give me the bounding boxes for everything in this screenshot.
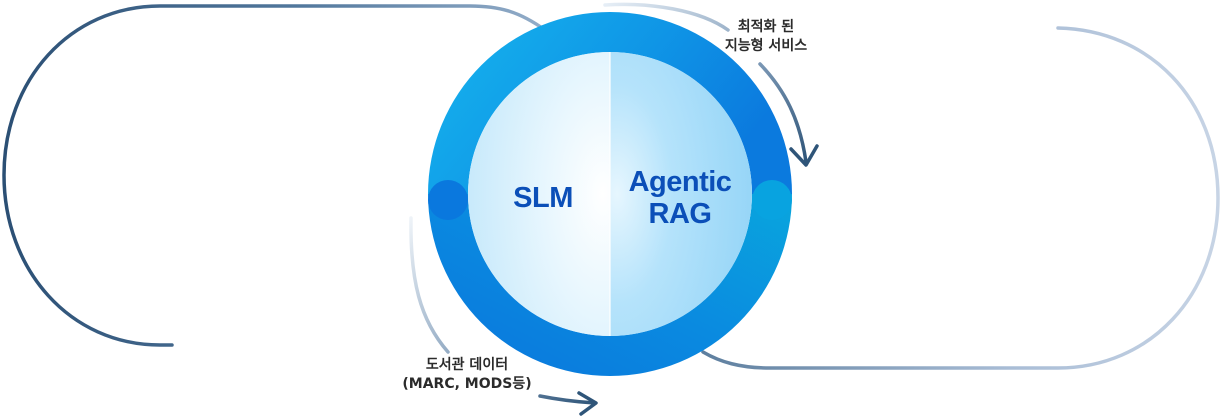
- slm-label-text: SLM: [513, 182, 573, 214]
- input-annotation-line-1: 도서관 데이터: [425, 357, 509, 373]
- agentic-rag-line-2: RAG: [648, 198, 712, 230]
- ring-cap-right: [752, 180, 792, 220]
- ring-cap-left: [428, 180, 468, 220]
- core-inner-right-half: [610, 52, 752, 336]
- right-loop-line: [701, 26, 1220, 370]
- core-inner-left-half: [468, 52, 610, 336]
- input-flow-arrow: [409, 216, 597, 405]
- output-flow-arrow: [603, 2, 808, 164]
- core-ring-bottom: [428, 194, 792, 376]
- input-arrowhead-icon: [577, 391, 598, 416]
- output-annotation-line-2: 지능형 서비스: [724, 38, 808, 54]
- output-arrowhead-icon: [789, 144, 819, 167]
- input-annotation: 도서관 데이터 (MARC, MODS등): [392, 356, 542, 394]
- input-annotation-line-2: (MARC, MODS등): [402, 376, 532, 392]
- slm-label: SLM: [488, 180, 598, 216]
- core-ring-top: [428, 12, 792, 194]
- left-loop-line: [2, 4, 547, 347]
- output-annotation-line-1: 최적화 된: [737, 19, 795, 35]
- output-annotation: 최적화 된 지능형 서비스: [706, 18, 826, 56]
- agentic-rag-label: Agentic RAG: [612, 166, 748, 230]
- agentic-rag-line-1: Agentic: [628, 166, 732, 198]
